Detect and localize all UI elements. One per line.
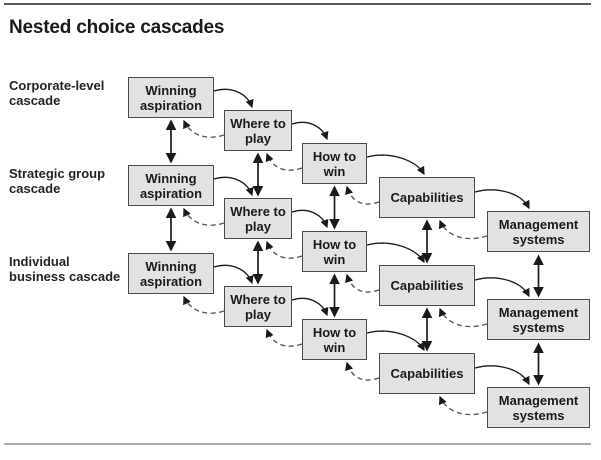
box-capabilities-strategic: Capabilities — [379, 265, 475, 306]
box-how-to-win-individual: How to win — [302, 319, 367, 360]
dashed-feedback-howwin-to-whereplay — [265, 152, 303, 171]
cascade-label-strategic-group: Strategic group cascade — [9, 166, 106, 196]
box-management-systems-corporate: Management systems — [487, 211, 590, 252]
solid-arrow-howwin-to-capabilities — [366, 154, 425, 176]
box-capabilities-individual: Capabilities — [379, 353, 475, 394]
box-where-to-play-strategic: Where to play — [224, 198, 292, 239]
dashed-feedback-systems-to-capabilities — [438, 219, 488, 240]
top-rule — [4, 3, 591, 5]
box-where-to-play-corporate: Where to play — [224, 110, 292, 151]
solid-arrow-capabilities-to-systems — [474, 189, 530, 210]
figure-title: Nested choice cascades — [9, 17, 225, 38]
solid-arrow-aspiration-to-whereplay — [213, 88, 254, 109]
box-how-to-win-corporate: How to win — [302, 143, 367, 184]
dashed-feedback-capabilities-to-howwin — [345, 185, 380, 205]
box-where-to-play-individual: Where to play — [224, 286, 292, 327]
box-winning-aspiration-strategic: Winning aspiration — [128, 165, 214, 206]
box-winning-aspiration-individual: Winning aspiration — [128, 253, 214, 294]
box-management-systems-individual: Management systems — [487, 387, 590, 428]
box-management-systems-strategic: Management systems — [487, 299, 590, 340]
box-how-to-win-strategic: How to win — [302, 231, 367, 272]
bottom-rule — [4, 443, 591, 445]
solid-arrow-whereplay-to-howwin — [291, 121, 329, 141]
box-winning-aspiration-corporate: Winning aspiration — [128, 77, 214, 118]
dashed-feedback-whereplay-to-aspiration — [183, 119, 225, 138]
box-capabilities-corporate: Capabilities — [379, 177, 475, 218]
cascade-label-corporate: Corporate-level cascade — [9, 78, 105, 108]
cascade-label-individual-business: Individual business cascade — [9, 254, 121, 284]
